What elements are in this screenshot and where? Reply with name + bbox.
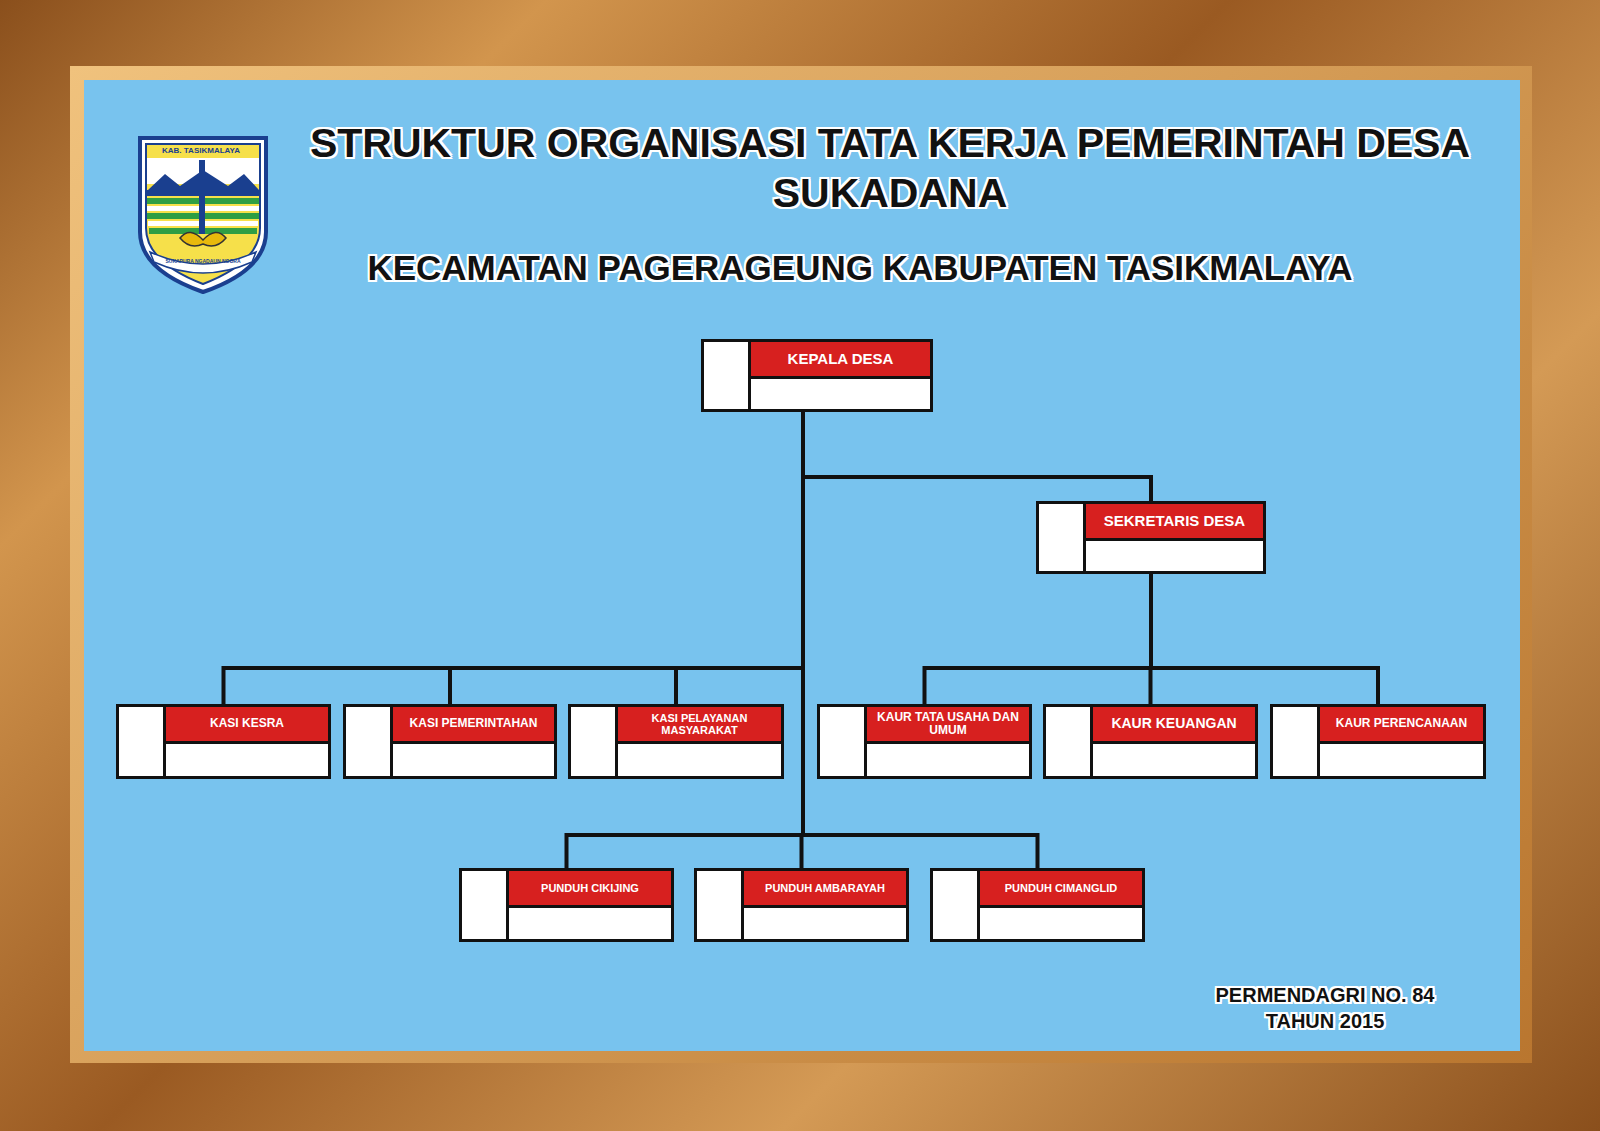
photo-slot	[1046, 707, 1093, 776]
district-subtitle: KECAMATAN PAGERAGEUNG KABUPATEN TASIKMAL…	[240, 248, 1480, 288]
photo-slot	[933, 871, 980, 939]
regency-emblem	[140, 138, 266, 292]
org-connector	[224, 412, 804, 704]
position-column: PUNDUH CIKIJING	[509, 871, 671, 939]
position-title: KAUR KEUANGAN	[1093, 707, 1255, 741]
photo-slot	[571, 707, 618, 776]
position-column: SEKRETARIS DESA	[1086, 504, 1263, 571]
position-box: KASI PELAYANAN MASYARAKAT	[568, 704, 784, 779]
position-title: KAUR PERENCANAAN	[1320, 707, 1483, 741]
org-connector	[567, 412, 804, 868]
position-column: KAUR TATA USAHA DAN UMUM	[867, 707, 1029, 776]
name-field	[1320, 741, 1483, 776]
photo-slot	[1039, 504, 1086, 571]
position-column: KEPALA DESA	[751, 342, 930, 409]
name-field	[618, 741, 781, 776]
position-column: PUNDUH AMBARAYAH	[744, 871, 906, 939]
position-box: KASI KESRA	[116, 704, 331, 779]
emblem-motto: SUKAPURA NGADAUN NGORA	[153, 258, 253, 264]
name-field	[166, 741, 328, 776]
regulation-caption: PERMENDAGRI NO. 84 TAHUN 2015	[1180, 982, 1470, 1034]
position-column: KAUR PERENCANAAN	[1320, 707, 1483, 776]
photo-slot	[820, 707, 867, 776]
position-title: PUNDUH CIKIJING	[509, 871, 671, 905]
name-field	[867, 741, 1029, 776]
position-title: KASI PELAYANAN MASYARAKAT	[618, 707, 781, 741]
emblem-name: KAB. TASIKMALAYA	[143, 146, 259, 155]
position-title: PUNDUH CIMANGLID	[980, 871, 1142, 905]
position-box: PUNDUH AMBARAYAH	[694, 868, 909, 942]
photo-slot	[1273, 707, 1320, 776]
org-connector	[450, 412, 803, 704]
org-connector	[803, 412, 1151, 501]
name-field	[980, 905, 1142, 939]
position-box: KAUR TATA USAHA DAN UMUM	[817, 704, 1032, 779]
name-field	[744, 905, 906, 939]
position-box: PUNDUH CIKIJING	[459, 868, 674, 942]
name-field	[1086, 538, 1263, 571]
position-column: KASI PEMERINTAHAN	[393, 707, 554, 776]
org-connector	[925, 574, 1152, 704]
position-title: SEKRETARIS DESA	[1086, 504, 1263, 538]
position-box: KAUR KEUANGAN	[1043, 704, 1258, 779]
position-column: KAUR KEUANGAN	[1093, 707, 1255, 776]
org-connector	[1151, 574, 1378, 704]
position-title: PUNDUH AMBARAYAH	[744, 871, 906, 905]
position-column: PUNDUH CIMANGLID	[980, 871, 1142, 939]
position-title: KAUR TATA USAHA DAN UMUM	[867, 707, 1029, 741]
position-column: KASI PELAYANAN MASYARAKAT	[618, 707, 781, 776]
position-box: KEPALA DESA	[701, 339, 933, 412]
position-column: KASI KESRA	[166, 707, 328, 776]
position-title: KEPALA DESA	[751, 342, 930, 376]
position-box: KASI PEMERINTAHAN	[343, 704, 557, 779]
org-connector	[803, 412, 1038, 868]
name-field	[751, 376, 930, 409]
position-box: KAUR PERENCANAAN	[1270, 704, 1486, 779]
photo-slot	[462, 871, 509, 939]
position-title: KASI KESRA	[166, 707, 328, 741]
photo-slot	[704, 342, 751, 409]
position-box: SEKRETARIS DESA	[1036, 501, 1266, 574]
position-title: KASI PEMERINTAHAN	[393, 707, 554, 741]
photo-slot	[119, 707, 166, 776]
position-box: PUNDUH CIMANGLID	[930, 868, 1145, 942]
name-field	[1093, 741, 1255, 776]
name-field	[393, 741, 554, 776]
org-connector	[676, 412, 803, 704]
name-field	[509, 905, 671, 939]
photo-slot	[697, 871, 744, 939]
photo-slot	[346, 707, 393, 776]
chart-title: STRUKTUR ORGANISASI TATA KERJA PEMERINTA…	[300, 118, 1480, 218]
